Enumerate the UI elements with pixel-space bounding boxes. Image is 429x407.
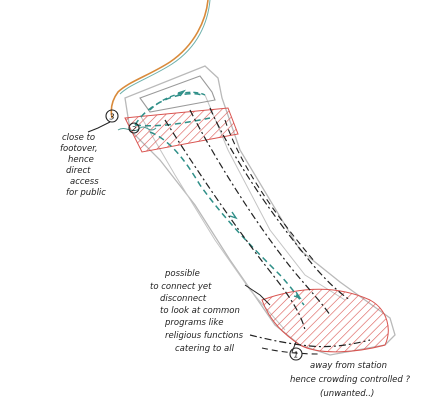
note-bottom-line: (unwanted..) [320, 389, 374, 399]
note-left-line: footover, [60, 144, 98, 154]
marker-1-label: 1 [293, 351, 298, 360]
teal-loop [149, 91, 206, 111]
leader-bottom [291, 341, 297, 353]
orange-access-line [110, 0, 209, 119]
note-middle-line: possible [164, 269, 200, 279]
site-strip-outline [124, 65, 396, 356]
note-middle-line: religious functions [165, 331, 244, 341]
note-left: close to footover, hence direct access f… [60, 133, 106, 198]
note-left-line: for public [66, 188, 106, 198]
inner-edge-left [139, 114, 286, 331]
marker-3: 3 [105, 109, 119, 123]
note-bottom-line: away from station [310, 361, 387, 371]
arrow-icon-2 [229, 211, 238, 220]
dash-line-bottom [249, 334, 371, 348]
note-middle-line: to connect yet [150, 282, 212, 292]
note-middle-line: disconnect [160, 294, 207, 304]
note-middle-line: programs like [164, 318, 223, 328]
scribble-top-left [117, 126, 157, 132]
marker-2-label: 2 [132, 125, 137, 133]
dash-line-3 [209, 107, 351, 301]
arrow-icon-1 [177, 89, 187, 97]
teal-access-line [119, 0, 211, 95]
note-middle-line: catering to all [175, 344, 235, 354]
dash-line-bottom-2 [261, 347, 319, 355]
dash-line-1 [164, 119, 306, 331]
note-left-line: close to [62, 133, 95, 143]
note-middle: possible to connect yet disconnect to lo… [150, 269, 246, 354]
note-left-line: access [70, 177, 99, 187]
marker-1: 1 [289, 347, 303, 361]
leader-middle [244, 284, 271, 306]
note-middle-line: to look at common [160, 306, 240, 316]
hatched-zone-bottom [261, 288, 389, 353]
marker-3-label: 3 [109, 113, 114, 122]
note-bottom-line: hence crowding controlled ? [290, 375, 411, 385]
note-left-line: hence [68, 155, 94, 165]
arrow-icon-3 [293, 291, 302, 300]
hatched-zone-top [124, 107, 239, 153]
teal-circulation-path [134, 93, 305, 306]
leader-left [87, 121, 111, 133]
note-left-line: direct [66, 166, 91, 176]
marker-2: 2 [128, 122, 140, 134]
note-bottom: away from station hence crowding control… [290, 361, 413, 399]
